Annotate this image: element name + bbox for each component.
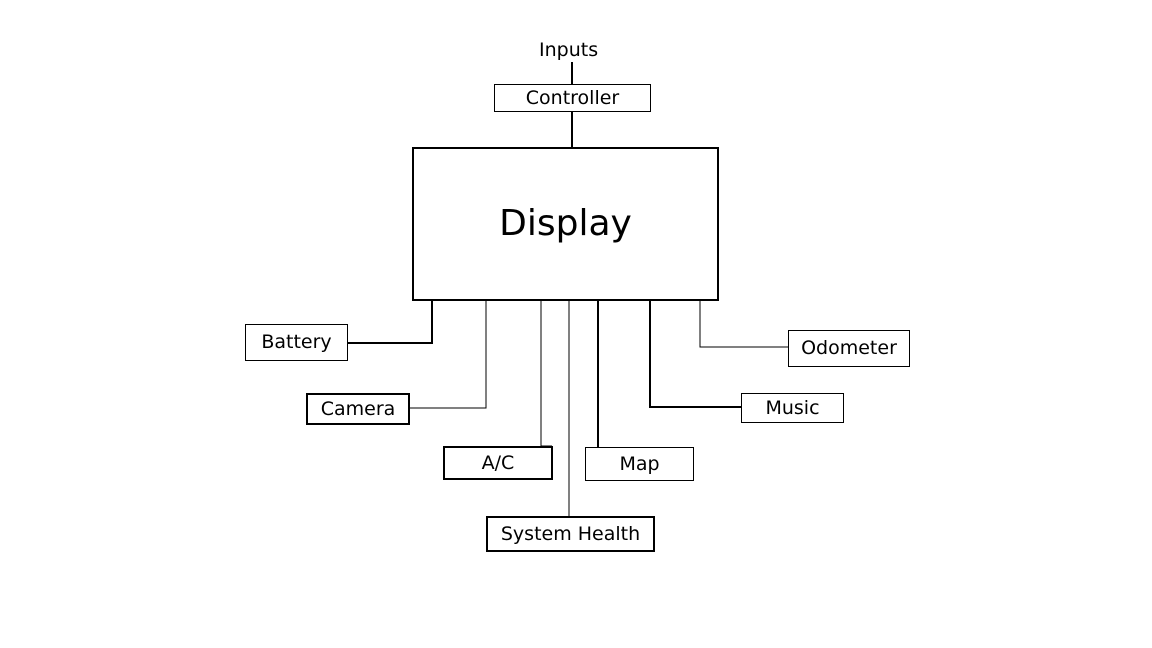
camera-box: Camera [306, 393, 410, 425]
odometer-connector [699, 300, 789, 348]
system-health-box: System Health [486, 516, 655, 552]
inputs-label: Inputs [539, 39, 599, 61]
display-box: Display [412, 147, 719, 301]
battery-box: Battery [245, 324, 348, 361]
ac-connector [540, 300, 552, 447]
music-box: Music [741, 393, 844, 423]
map-box: Map [585, 447, 694, 481]
battery-connector [347, 300, 433, 344]
controller-box: Controller [494, 84, 651, 112]
ac-box: A/C [443, 446, 553, 480]
odometer-box: Odometer [788, 330, 910, 367]
camera-connector [409, 300, 487, 409]
music-connector [649, 300, 742, 408]
